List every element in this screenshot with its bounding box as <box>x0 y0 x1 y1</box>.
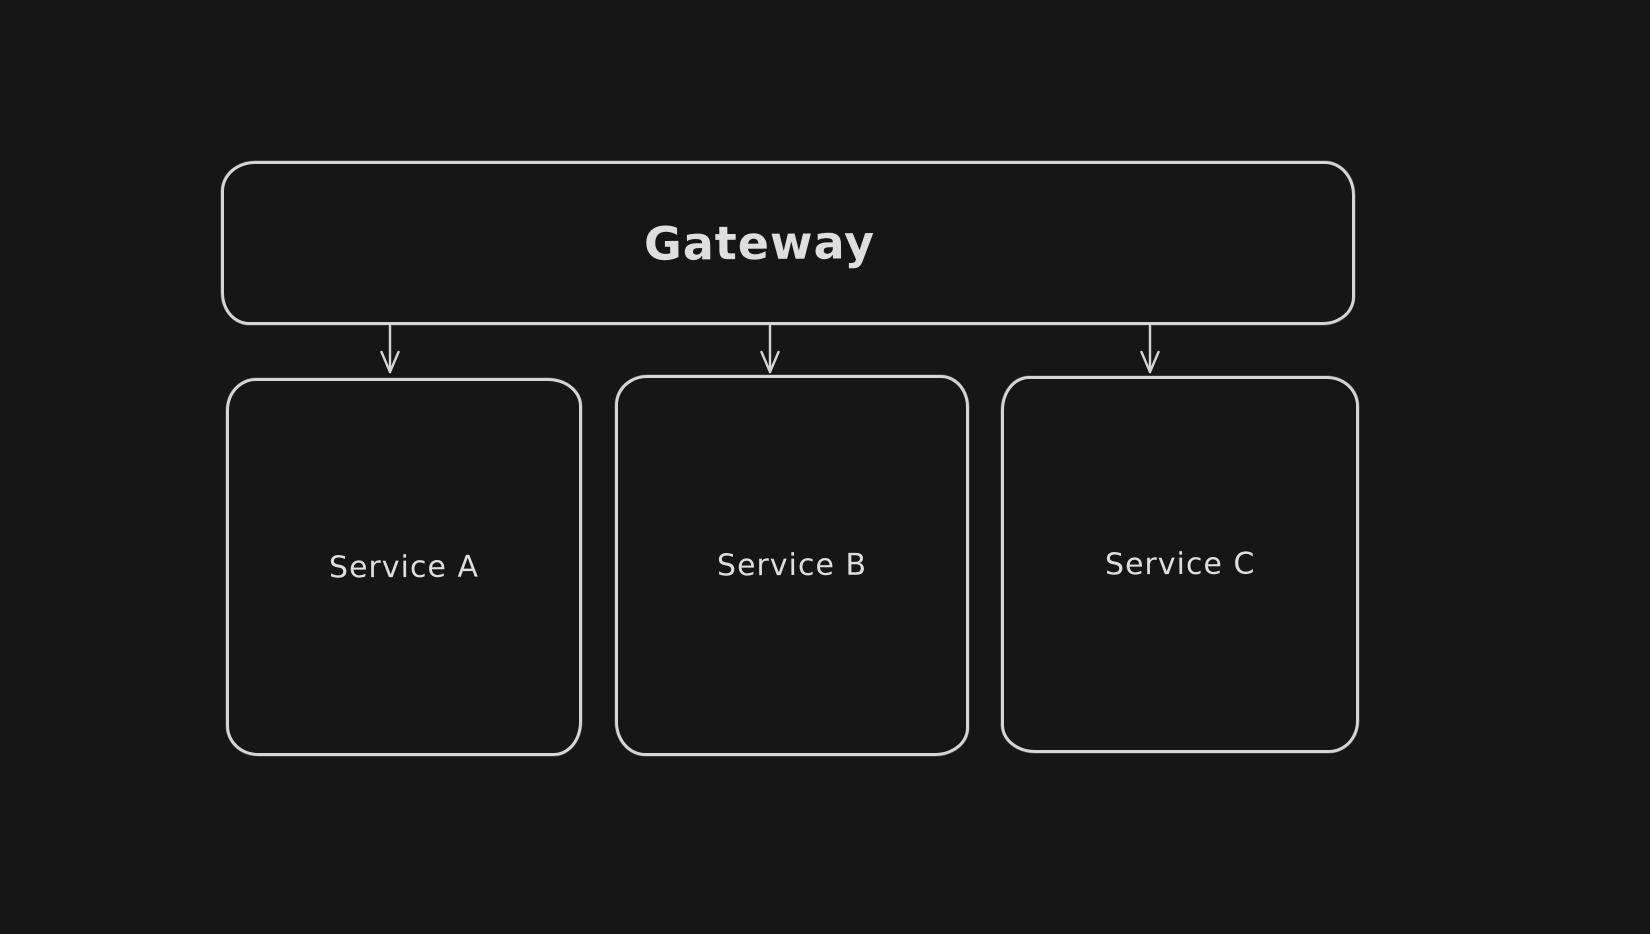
arrow-gateway-to-service-c[interactable] <box>1137 325 1163 375</box>
service-a-node[interactable]: Service A <box>226 378 582 756</box>
service-c-node[interactable]: Service C <box>1001 376 1359 753</box>
service-b-node[interactable]: Service B <box>615 375 969 756</box>
gateway-node[interactable]: Gateway <box>221 161 1355 325</box>
down-arrow-icon <box>1140 325 1160 374</box>
down-arrow-icon <box>380 325 400 374</box>
service-b-node-label: Service B <box>716 547 868 584</box>
arrow-gateway-to-service-b[interactable] <box>757 325 783 375</box>
down-arrow-icon <box>760 325 780 374</box>
arrow-gateway-to-service-a[interactable] <box>377 325 403 375</box>
service-c-node-label: Service C <box>1104 546 1256 583</box>
service-a-node-label: Service A <box>328 549 480 585</box>
gateway-node-label: Gateway <box>644 215 876 271</box>
